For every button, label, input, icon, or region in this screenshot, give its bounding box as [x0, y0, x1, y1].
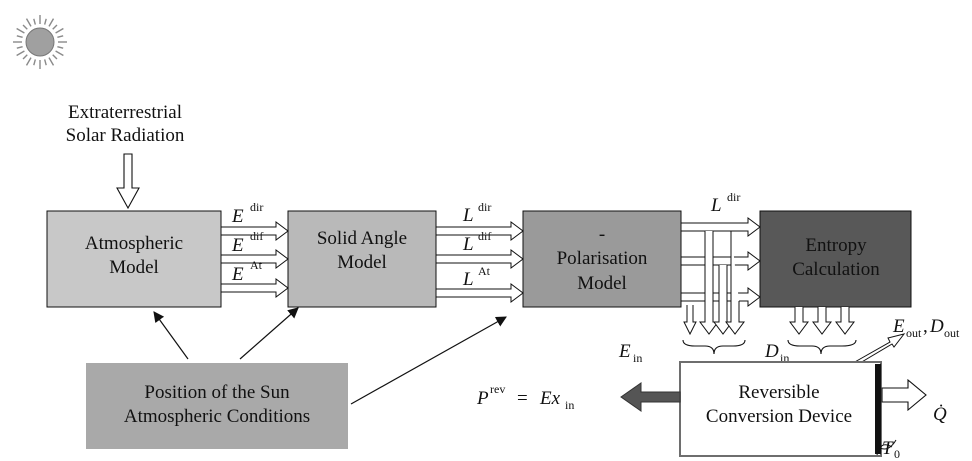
svg-text:T: T: [882, 438, 894, 459]
svg-text:,: ,: [923, 316, 928, 337]
E-in-label: E in: [618, 341, 642, 365]
L-At-label: L At: [462, 264, 491, 290]
sun-ray: [48, 18, 55, 27]
svg-text:L: L: [462, 205, 474, 226]
E-dir-label: E dir: [231, 200, 263, 227]
source-label-line1: Extraterrestrial: [68, 102, 182, 123]
sun-icon: [13, 15, 67, 69]
sun-ray: [57, 45, 64, 49]
sun-ray: [55, 27, 64, 34]
entropy-line1: Entropy: [805, 235, 867, 256]
svg-text:rev: rev: [490, 382, 505, 396]
atmospheric-model-line2: Model: [109, 257, 159, 278]
L-dir-label: L dir: [462, 200, 491, 226]
D-in-branch-arrows: [789, 307, 855, 335]
polarisation-line3: Model: [577, 273, 627, 294]
svg-text:P: P: [476, 388, 489, 409]
D-in-brace: [787, 339, 857, 355]
polarisation-line1: -: [599, 224, 605, 245]
svg-text:in: in: [780, 351, 789, 365]
sun-ray: [57, 35, 64, 39]
sun-ray: [22, 54, 28, 60]
E-in-brace: [682, 339, 746, 355]
sun-ray: [16, 27, 25, 34]
E-in-branch-arrows: [683, 231, 745, 336]
arrows-solid-to-polar: [435, 221, 524, 303]
position-pointer-arrows: [153, 307, 507, 405]
svg-text:D: D: [929, 316, 944, 337]
svg-text:in: in: [565, 398, 574, 412]
position-conditions-box: Position of the Sun Atmospheric Conditio…: [86, 363, 348, 449]
solid-angle-line2: Model: [337, 252, 387, 273]
D-in-label: D in: [764, 341, 789, 365]
sun-ray: [25, 18, 32, 27]
sun-ray: [22, 24, 28, 30]
svg-text:Q̇: Q̇: [933, 403, 947, 425]
svg-text:Ex: Ex: [539, 388, 561, 409]
svg-text:dif: dif: [478, 229, 491, 243]
sun-ray: [52, 24, 58, 30]
svg-text:L: L: [462, 234, 474, 255]
sun-ray: [55, 50, 64, 57]
svg-text:At: At: [250, 258, 263, 272]
reversible-line1: Reversible: [738, 382, 819, 403]
sun-ray: [43, 59, 47, 66]
E-At-label: E At: [231, 258, 263, 285]
sun-ray: [33, 59, 37, 66]
svg-text:out: out: [944, 326, 960, 340]
svg-text:E: E: [231, 264, 244, 285]
svg-text:D: D: [764, 341, 779, 362]
T0-label: T 0: [882, 438, 900, 461]
E-out-D-out-label: E out , D out: [892, 316, 960, 340]
L-dif-label: L dif: [462, 229, 491, 255]
reversible-device-box: Reversible Conversion Device: [679, 361, 882, 457]
sun-ray: [52, 54, 58, 60]
svg-text:dir: dir: [250, 200, 263, 214]
entropy-calculation-box: Entropy Calculation: [759, 210, 912, 308]
svg-text:dir: dir: [727, 190, 740, 204]
sun-ray: [25, 57, 32, 66]
power-output-arrow: [620, 382, 681, 412]
source-arrow: [116, 153, 140, 210]
sun-ray: [16, 35, 23, 39]
svg-text:=: =: [517, 388, 528, 409]
svg-text:E: E: [231, 235, 244, 256]
P-rev-equation: P rev = Ex in: [476, 382, 574, 412]
svg-text:At: At: [478, 264, 491, 278]
reversible-line2: Conversion Device: [706, 406, 852, 427]
L-dir-label-right: L dir: [710, 190, 740, 216]
svg-text:L: L: [710, 195, 722, 216]
polarisation-line2: Polarisation: [557, 248, 648, 269]
svg-text:dir: dir: [478, 200, 491, 214]
solid-angle-line1: Solid Angle: [317, 228, 407, 249]
atmospheric-model-box: Atmospheric Model: [46, 210, 222, 308]
T0-pointer: [876, 439, 897, 456]
entropy-line2: Calculation: [792, 259, 880, 280]
E-dif-label: E dif: [231, 229, 263, 256]
svg-text:out: out: [906, 326, 922, 340]
svg-text:E: E: [618, 341, 631, 362]
svg-text:L: L: [462, 269, 474, 290]
sun-ray: [16, 45, 23, 49]
sun-ray: [33, 18, 37, 25]
source-label-line2: Solar Radiation: [66, 125, 185, 146]
svg-text:E: E: [231, 206, 244, 227]
svg-text:0: 0: [894, 447, 900, 461]
polarisation-model-box: - Polarisation Model: [522, 210, 682, 308]
position-line1: Position of the Sun: [144, 382, 290, 403]
svg-text:dif: dif: [250, 229, 263, 243]
heat-output-arrow: [881, 378, 927, 412]
arrows-atm-to-solid: [220, 221, 289, 298]
position-line2: Atmospheric Conditions: [124, 406, 310, 427]
atmospheric-model-line1: Atmospheric: [85, 233, 183, 254]
sun-ray: [43, 18, 47, 25]
Q-dot-label: Q̇: [933, 403, 947, 425]
sun-ray: [48, 57, 55, 66]
svg-text:in: in: [633, 351, 642, 365]
solid-angle-model-box: Solid Angle Model: [287, 210, 437, 308]
sun-ray: [16, 50, 25, 57]
svg-text:E: E: [892, 316, 905, 337]
